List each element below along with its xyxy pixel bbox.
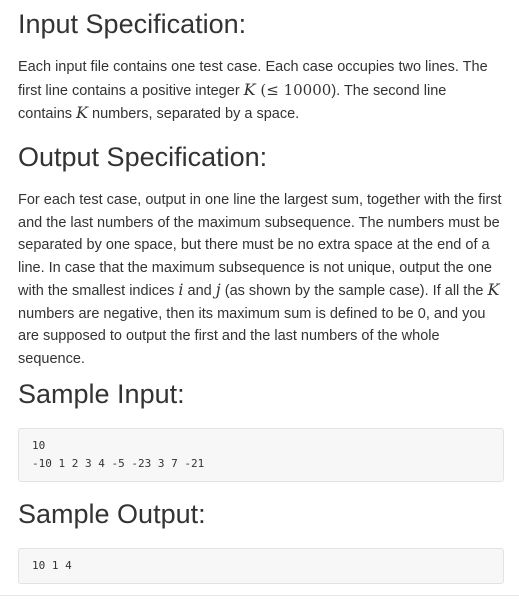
output-spec-heading: Output Specification: (18, 142, 268, 172)
sample-output-code-block[interactable]: 10 1 4 (18, 548, 504, 584)
bottom-divider (0, 595, 519, 596)
input-spec-text: Each input file contains one test case. … (18, 56, 504, 126)
math-leq: ≤ (266, 80, 279, 99)
input-spec-heading: Input Specification: (18, 9, 247, 39)
sample-output-heading: Sample Output: (18, 499, 206, 529)
math-var-k: K (243, 79, 256, 99)
sample-input-code-block[interactable]: 10 -10 1 2 3 4 -5 -23 3 7 -21 (18, 428, 504, 482)
output-spec-text-2: and (183, 283, 216, 299)
output-spec-text-4: numbers are negative, then its maximum s… (18, 305, 486, 367)
output-spec-text-3: (as shown by the sample case). If all th… (220, 283, 488, 299)
input-spec-text-2: ). The second line contains (18, 82, 447, 123)
input-spec-text-3: numbers, separated by a space. (88, 106, 300, 122)
math-var-i: i (178, 280, 184, 299)
math-var-k-2: K (76, 103, 88, 122)
input-spec-text-1: Each input file contains one test case. … (18, 59, 488, 99)
math-limit: 10000 (278, 80, 332, 99)
math-var-j: j (215, 280, 221, 299)
math-var-k-3: K (487, 280, 500, 299)
output-spec-text-1: For each test case, output in one line t… (18, 192, 502, 299)
output-spec-text: For each test case, output in one line t… (18, 189, 504, 370)
math-paren: ( (255, 80, 267, 99)
sample-input-heading: Sample Input: (18, 379, 185, 409)
